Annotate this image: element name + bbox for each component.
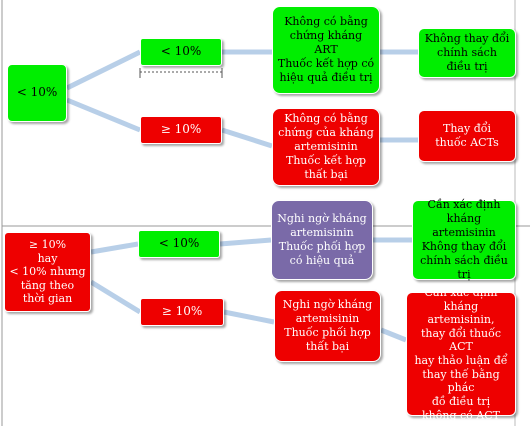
bottom-branch-high-label: ≥ 10% xyxy=(161,304,203,319)
top-branch-high-node: ≥ 10% xyxy=(140,116,222,144)
connector-root-top-to-high xyxy=(66,97,141,133)
bottom-result-failure-node: Nghi ngờ kháng artemisinin Thuốc phối hợ… xyxy=(274,290,381,362)
top-action-keep-label: Không thay đổi chính sách điều trị xyxy=(424,31,510,74)
bottom-action-change-label: Cần xác định kháng artemisinin, thay đổi… xyxy=(414,285,508,422)
top-branch-high-label: ≥ 10% xyxy=(160,122,202,137)
bottom-branch-high-node: ≥ 10% xyxy=(140,298,224,326)
connector-bottom-low-to-result xyxy=(219,237,272,247)
connector-root-top-to-low xyxy=(65,49,142,91)
connector-root-bottom-to-high xyxy=(89,279,142,315)
root-bottom-node: ≥ 10% hay < 10% nhưng tăng theo thời gia… xyxy=(4,232,91,312)
root-top-label: < 10% xyxy=(16,85,58,100)
connector-bottom-failure-to-action xyxy=(380,327,407,343)
top-branch-low-node: < 10% xyxy=(140,38,222,66)
bottom-action-change-node: Cần xác định kháng artemisinin, thay đổi… xyxy=(406,286,516,422)
connector-top-high-to-result xyxy=(221,127,273,149)
top-result-failure-label: Không có bằng chứng của kháng artemisini… xyxy=(278,111,374,182)
top-action-change-node: Thay đổi thuốc ACTs xyxy=(418,110,516,162)
bottom-action-confirm-node: Cần xác định kháng artemisinin Không tha… xyxy=(412,197,516,282)
top-branch-low-label: < 10% xyxy=(160,44,202,59)
connector-bottom-high-to-result xyxy=(223,309,275,325)
root-top-node: < 10% xyxy=(7,64,67,122)
top-action-keep-node: Không thay đổi chính sách điều trị xyxy=(418,28,516,78)
bottom-result-effective-label: Nghi ngờ kháng artemisinin Thuốc phối hợ… xyxy=(277,211,367,268)
root-bottom-label: ≥ 10% hay < 10% nhưng tăng theo thời gia… xyxy=(9,238,86,306)
connector-root-bottom-to-low xyxy=(90,241,139,255)
bottom-branch-low-label: < 10% xyxy=(158,236,200,251)
bottom-action-confirm-label: Cần xác định kháng artemisinin Không tha… xyxy=(420,197,508,282)
top-result-effective-node: Không có bằng chứng kháng ART Thuốc kết … xyxy=(272,6,380,94)
bottom-result-effective-node: Nghi ngờ kháng artemisinin Thuốc phối hợ… xyxy=(271,200,373,280)
bottom-result-failure-label: Nghi ngờ kháng artemisinin Thuốc phối hợ… xyxy=(282,297,373,354)
bottom-branch-low-node: < 10% xyxy=(138,230,220,258)
top-result-effective-label: Không có bằng chứng kháng ART Thuốc kết … xyxy=(277,14,375,85)
top-action-change-label: Thay đổi thuốc ACTs xyxy=(435,121,499,149)
top-result-failure-node: Không có bằng chứng của kháng artemisini… xyxy=(272,108,380,186)
